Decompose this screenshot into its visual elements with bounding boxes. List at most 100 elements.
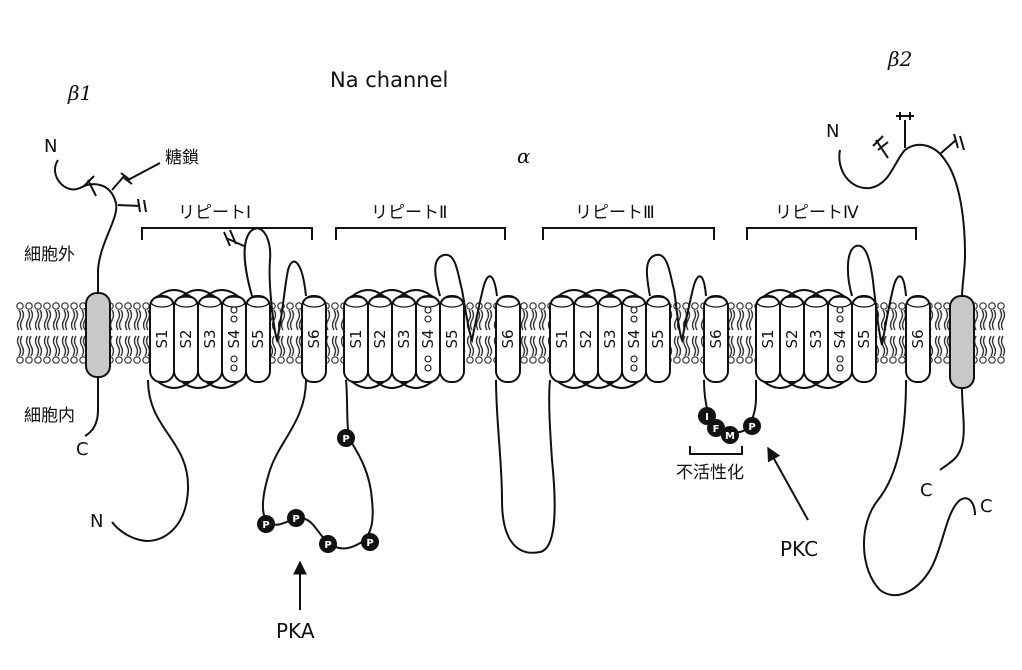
repeat-3-segment-s4: S4	[621, 295, 647, 383]
repeat-4-segment-s5: S5	[851, 295, 877, 383]
lipid-head	[115, 302, 123, 310]
pka-label: PKA	[276, 619, 315, 643]
segment-label: S6	[305, 329, 323, 348]
lipid-head	[331, 356, 339, 364]
gating-charge	[836, 364, 844, 372]
gating-charge	[230, 306, 238, 314]
lipid-head	[52, 302, 60, 310]
lipid-head	[475, 356, 483, 364]
lipid-head	[124, 356, 132, 364]
beta1-label: β1	[67, 81, 92, 105]
repeat-bracket-2	[335, 227, 506, 240]
lipid-head	[880, 302, 888, 310]
segment-label: S1	[553, 329, 571, 348]
lipid-head	[115, 356, 123, 364]
pka-group: PKA	[276, 560, 315, 643]
diagram-title: Na channel	[330, 68, 448, 92]
gating-charge	[424, 306, 432, 314]
lipid-head	[898, 356, 906, 364]
segment-label: S1	[759, 329, 777, 348]
lipid-head	[43, 302, 51, 310]
pkc-label: PKC	[780, 537, 818, 561]
svg-text:P: P	[292, 514, 299, 525]
repeat-3-segment-s3: S3	[597, 295, 623, 383]
lipid-head	[133, 302, 141, 310]
gating-charge	[230, 364, 238, 372]
gating-charge	[230, 355, 238, 363]
lipid-head	[979, 302, 987, 310]
sugar-chain-label: 糖鎖	[165, 148, 199, 168]
repeat-2-segment-s5: S5	[439, 295, 465, 383]
gating-charge	[424, 364, 432, 372]
lipid-head	[997, 302, 1005, 310]
segment-label: S4	[225, 329, 243, 348]
lipid-head	[286, 302, 294, 310]
lipid-head	[736, 356, 744, 364]
lipid-head	[466, 302, 474, 310]
segment-label: S3	[807, 329, 825, 348]
repeat-4-segment-s2: S2	[779, 295, 805, 383]
lipid-head	[16, 356, 24, 364]
segment-label: S5	[855, 329, 873, 348]
repeat-2-segment-s3: S3	[391, 295, 417, 383]
lipid-head	[988, 356, 996, 364]
segment-label: S2	[177, 329, 195, 348]
lipid-head	[529, 356, 537, 364]
lipid-head	[682, 356, 690, 364]
gating-charge	[424, 315, 432, 323]
segment-label: S3	[201, 329, 219, 348]
beta1-subunit: 糖鎖 N C	[44, 136, 199, 460]
lipid-head	[889, 356, 897, 364]
lipid-head	[133, 356, 141, 364]
gating-charge	[630, 306, 638, 314]
svg-text:P: P	[342, 434, 349, 445]
lipid-head	[25, 302, 33, 310]
lipid-head	[889, 302, 897, 310]
repeat-4-segment-s4: S4	[827, 295, 853, 383]
segment-label: S6	[499, 329, 517, 348]
lipid-head	[484, 356, 492, 364]
segment-label: S6	[909, 329, 927, 348]
lipid-head	[529, 302, 537, 310]
repeat-4-segment-s6: S6	[905, 295, 931, 383]
gating-charge	[424, 355, 432, 363]
svg-text:F: F	[713, 424, 720, 435]
repeat-2-segment-s1: S1	[343, 295, 369, 383]
lipid-head	[880, 356, 888, 364]
alpha-subunit-label: α	[517, 144, 531, 168]
repeat-3-segment-s6: S6	[703, 295, 729, 383]
svg-text:P: P	[262, 520, 269, 531]
phosphorylation-site: P	[361, 533, 379, 551]
ifm-residue-m: M	[721, 426, 739, 444]
lipid-head	[673, 356, 681, 364]
svg-text:I: I	[705, 412, 709, 423]
lipid-head	[745, 302, 753, 310]
lipid-head	[898, 302, 906, 310]
repeat-3-segment-s2: S2	[573, 295, 599, 383]
lipid-head	[691, 302, 699, 310]
gating-charge	[630, 355, 638, 363]
repeat-2-segment-s6: S6	[495, 295, 521, 383]
ifm-residue-f: F	[707, 419, 725, 437]
phosphorylation-site: P	[287, 509, 305, 527]
repeat-label-1: リピートⅠ	[178, 203, 251, 223]
beta1-n-terminus: N	[44, 136, 57, 157]
lipid-head	[538, 302, 546, 310]
segment-label: S5	[443, 329, 461, 348]
repeat-bracket-1	[141, 227, 313, 240]
lipid-head	[61, 302, 69, 310]
svg-text:P: P	[366, 538, 373, 549]
lipid-head	[70, 356, 78, 364]
segment-label: S6	[707, 329, 725, 348]
gating-charge	[630, 364, 638, 372]
gating-charge	[836, 306, 844, 314]
lipid-head	[277, 356, 285, 364]
ifm-motif: IFM	[698, 407, 739, 444]
repeat-4-segment-s3: S3	[803, 295, 829, 383]
inactivation-label: 不活性化	[676, 463, 744, 483]
lipid-head	[43, 356, 51, 364]
lipid-head	[736, 302, 744, 310]
phosphorylation-site: P	[319, 535, 337, 553]
phosphorylation-site: P	[257, 515, 275, 533]
